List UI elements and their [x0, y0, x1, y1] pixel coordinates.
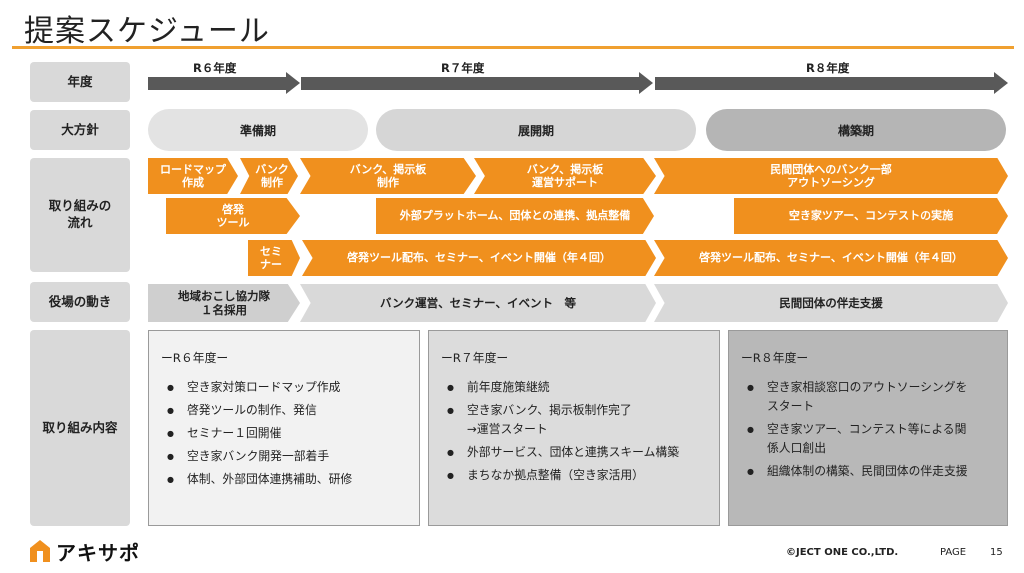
page-label: PAGE: [940, 547, 967, 558]
list-item: 空き家相談窓口のアウトソーシングを スタート: [741, 378, 997, 416]
flow-external-platform: 外部プラットホーム、団体との連携、拠点整備: [376, 198, 654, 234]
phase-expansion: 展開期: [376, 109, 696, 151]
contents-heading: ーR６年度ー: [161, 351, 229, 365]
page-number: 15: [990, 547, 1003, 558]
list-item: セミナー１回開催: [161, 424, 409, 443]
flow-seminar: セミ ナー: [248, 240, 300, 276]
flow-events-r7: 啓発ツール配布、セミナー、イベント開催（年４回）: [302, 240, 656, 276]
year-label-r8: R８年度: [806, 61, 850, 75]
list-item: まちなか拠点整備（空き家活用）: [441, 466, 709, 485]
arrowhead-icon: [639, 72, 653, 94]
list-item: 啓発ツールの制作、発信: [161, 401, 409, 420]
company-copyright: ©JECT ONE CO.,LTD.: [786, 547, 899, 558]
year-label-r6: R６年度: [193, 61, 237, 75]
list-item: 空き家ツアー、コンテスト等による関 係人口創出: [741, 420, 997, 458]
flow-awareness-tool: 啓発 ツール: [166, 198, 300, 234]
row-label-policy: 大方針: [30, 110, 130, 150]
flow-bank-outsourcing: 民間団体へのバンク一部 アウトソーシング: [654, 158, 1008, 194]
year-label-r7: R７年度: [441, 61, 485, 75]
flow-bank-board-build: バンク、掲示板 制作: [300, 158, 476, 194]
list-item: 外部サービス、団体と連携スキーム構築: [441, 443, 709, 462]
contents-heading: ーR８年度ー: [741, 351, 809, 365]
row-label-contents: 取り組み内容: [30, 330, 130, 526]
arrowhead-icon: [286, 72, 300, 94]
contents-list: 空き家相談窓口のアウトソーシングを スタート 空き家ツアー、コンテスト等による関…: [741, 378, 997, 481]
list-item: 空き家対策ロードマップ作成: [161, 378, 409, 397]
office-recruit: 地域おこし協力隊 １名採用: [148, 284, 300, 322]
logo-text: アキサポ: [56, 540, 140, 565]
contents-list: 空き家対策ロードマップ作成 啓発ツールの制作、発信 セミナー１回開催 空き家バン…: [161, 378, 409, 489]
flow-tour-contest: 空き家ツアー、コンテストの実施: [734, 198, 1008, 234]
flow-roadmap: ロードマップ 作成: [148, 158, 238, 194]
phase-construction: 構築期: [706, 109, 1006, 151]
office-bank-operation: バンク運営、セミナー、イベント 等: [300, 284, 656, 322]
list-item: 組織体制の構築、民間団体の伴走支援: [741, 462, 997, 481]
contents-heading: ーR７年度ー: [441, 351, 509, 365]
list-item: 空き家バンク、掲示板制作完了 →運営スタート: [441, 401, 709, 439]
row-label-year: 年度: [30, 62, 130, 102]
year-arrow-r6: [148, 77, 286, 90]
arrowhead-icon: [994, 72, 1008, 94]
year-arrow-r8: [655, 77, 994, 90]
phase-preparation: 準備期: [148, 109, 368, 151]
contents-r8: ーR８年度ー 空き家相談窓口のアウトソーシングを スタート 空き家ツアー、コンテ…: [728, 330, 1008, 526]
flow-bank-build: バンク 制作: [240, 158, 298, 194]
row-label-office: 役場の動き: [30, 282, 130, 322]
page-title: 提案スケジュール: [24, 14, 270, 49]
flow-events-r8: 啓発ツール配布、セミナー、イベント開催（年４回）: [654, 240, 1008, 276]
akisapo-logo: アキサポ: [30, 539, 140, 565]
title-underline: [12, 46, 1014, 49]
list-item: 前年度施策継続: [441, 378, 709, 397]
list-item: 空き家バンク開発一部着手: [161, 447, 409, 466]
year-arrow-r7: [301, 77, 639, 90]
office-private-support: 民間団体の伴走支援: [654, 284, 1008, 322]
house-logo-icon: [30, 540, 50, 562]
contents-r6: ーR６年度ー 空き家対策ロードマップ作成 啓発ツールの制作、発信 セミナー１回開…: [148, 330, 420, 526]
row-label-flow: 取り組みの 流れ: [30, 158, 130, 272]
list-item: 体制、外部団体連携補助、研修: [161, 470, 409, 489]
flow-bank-board-support: バンク、掲示板 運営サポート: [474, 158, 656, 194]
contents-list: 前年度施策継続 空き家バンク、掲示板制作完了 →運営スタート 外部サービス、団体…: [441, 378, 709, 485]
contents-r7: ーR７年度ー 前年度施策継続 空き家バンク、掲示板制作完了 →運営スタート 外部…: [428, 330, 720, 526]
